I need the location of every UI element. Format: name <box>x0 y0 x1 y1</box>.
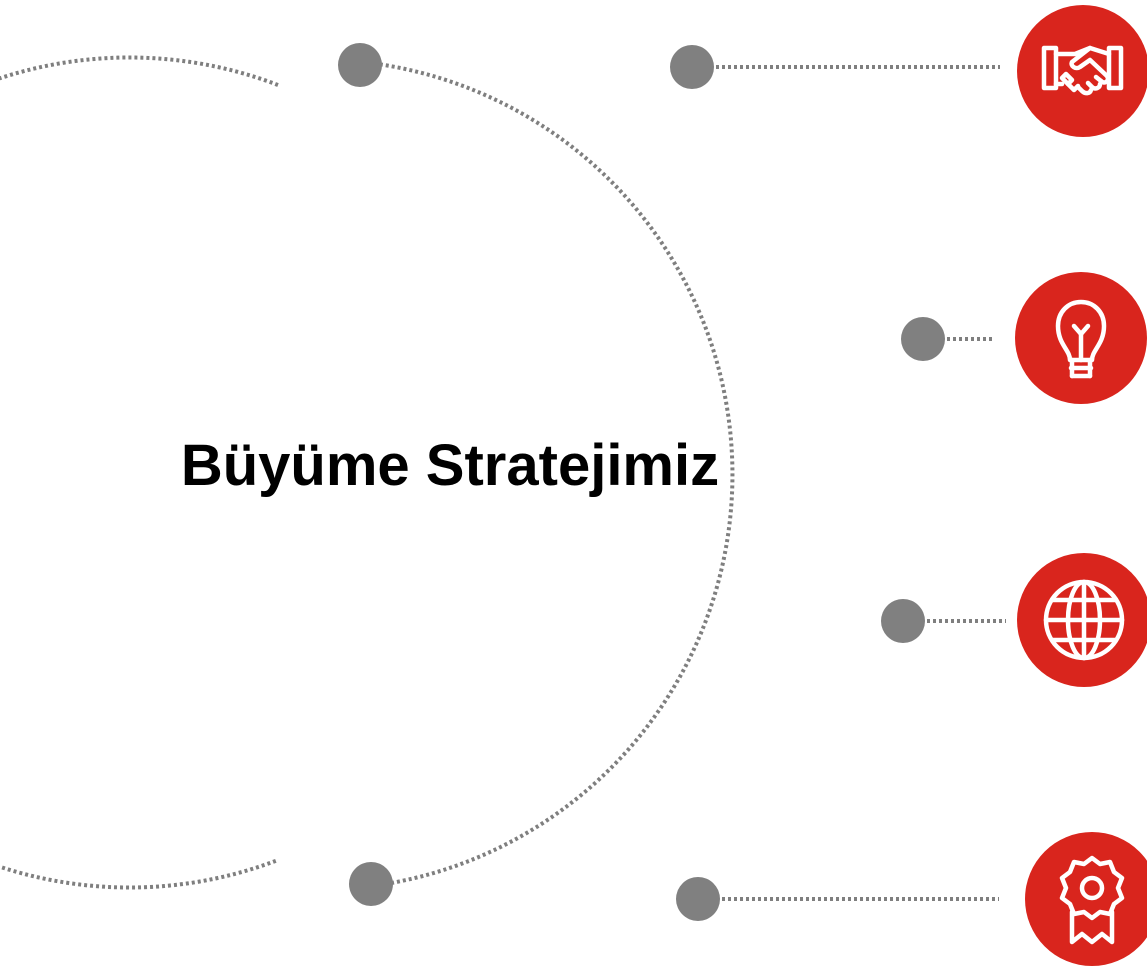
lightbulb-icon <box>1015 272 1147 404</box>
diagram-title: Büyüme Stratejimiz <box>180 433 720 498</box>
arc-node-top <box>338 43 382 87</box>
arc-node-bottom <box>349 862 393 906</box>
handshake-icon <box>1017 5 1147 137</box>
dotted-circle-arc <box>0 55 279 890</box>
globe-icon <box>1017 553 1147 687</box>
dotted-circle-arc-right <box>361 60 735 888</box>
award-ribbon-icon <box>1025 832 1147 966</box>
connector-dot-2 <box>901 317 945 361</box>
connector-dot-1 <box>670 45 714 89</box>
connector-dot-4 <box>676 877 720 921</box>
connector-dot-3 <box>881 599 925 643</box>
